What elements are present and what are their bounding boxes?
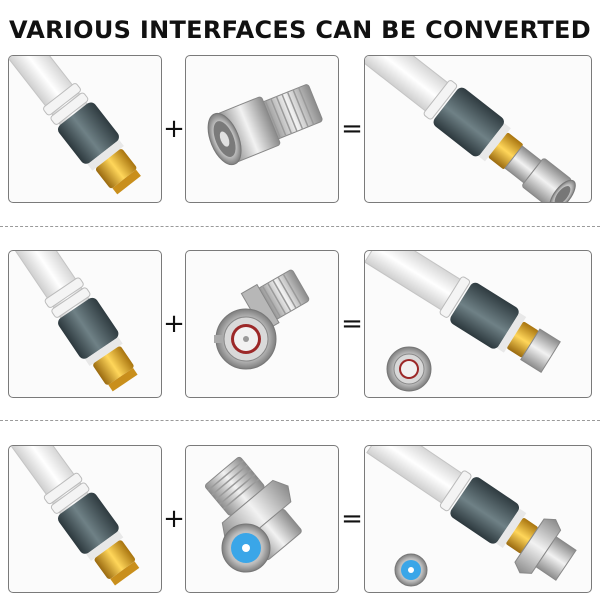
bnc-adapter-icon: [214, 269, 310, 370]
result-panel: [364, 55, 592, 203]
f-type-cable-icon: [9, 446, 140, 586]
f-type-cable-panel: [8, 250, 162, 398]
page-title: VARIOUS INTERFACES CAN BE CONVERTED: [9, 16, 591, 44]
plus-sign: +: [163, 504, 185, 534]
result-panel: [364, 250, 592, 398]
result-panel: [364, 445, 592, 593]
row-divider: [0, 420, 600, 421]
cable-with-barrel-adapter-icon: [366, 446, 577, 587]
iec-male-adapter-icon: [207, 84, 323, 166]
f-female-barrel-adapter-icon: [204, 456, 302, 573]
f-type-cable-panel: [8, 55, 162, 203]
plus-sign: +: [163, 114, 185, 144]
adapter-panel: [185, 250, 339, 398]
cable-with-bnc-adapter-icon: [365, 251, 561, 392]
cable-with-iec-adapter-icon: [365, 56, 576, 202]
equals-sign: =: [341, 114, 363, 144]
f-type-cable-panel: [8, 445, 162, 593]
f-type-cable-icon: [9, 251, 138, 392]
adapter-panel: [185, 55, 339, 203]
equals-sign: =: [341, 309, 363, 339]
row-divider: [0, 226, 600, 227]
adapter-panel: [185, 445, 339, 593]
f-type-cable-icon: [9, 56, 141, 195]
plus-sign: +: [163, 309, 185, 339]
equals-sign: =: [341, 504, 363, 534]
